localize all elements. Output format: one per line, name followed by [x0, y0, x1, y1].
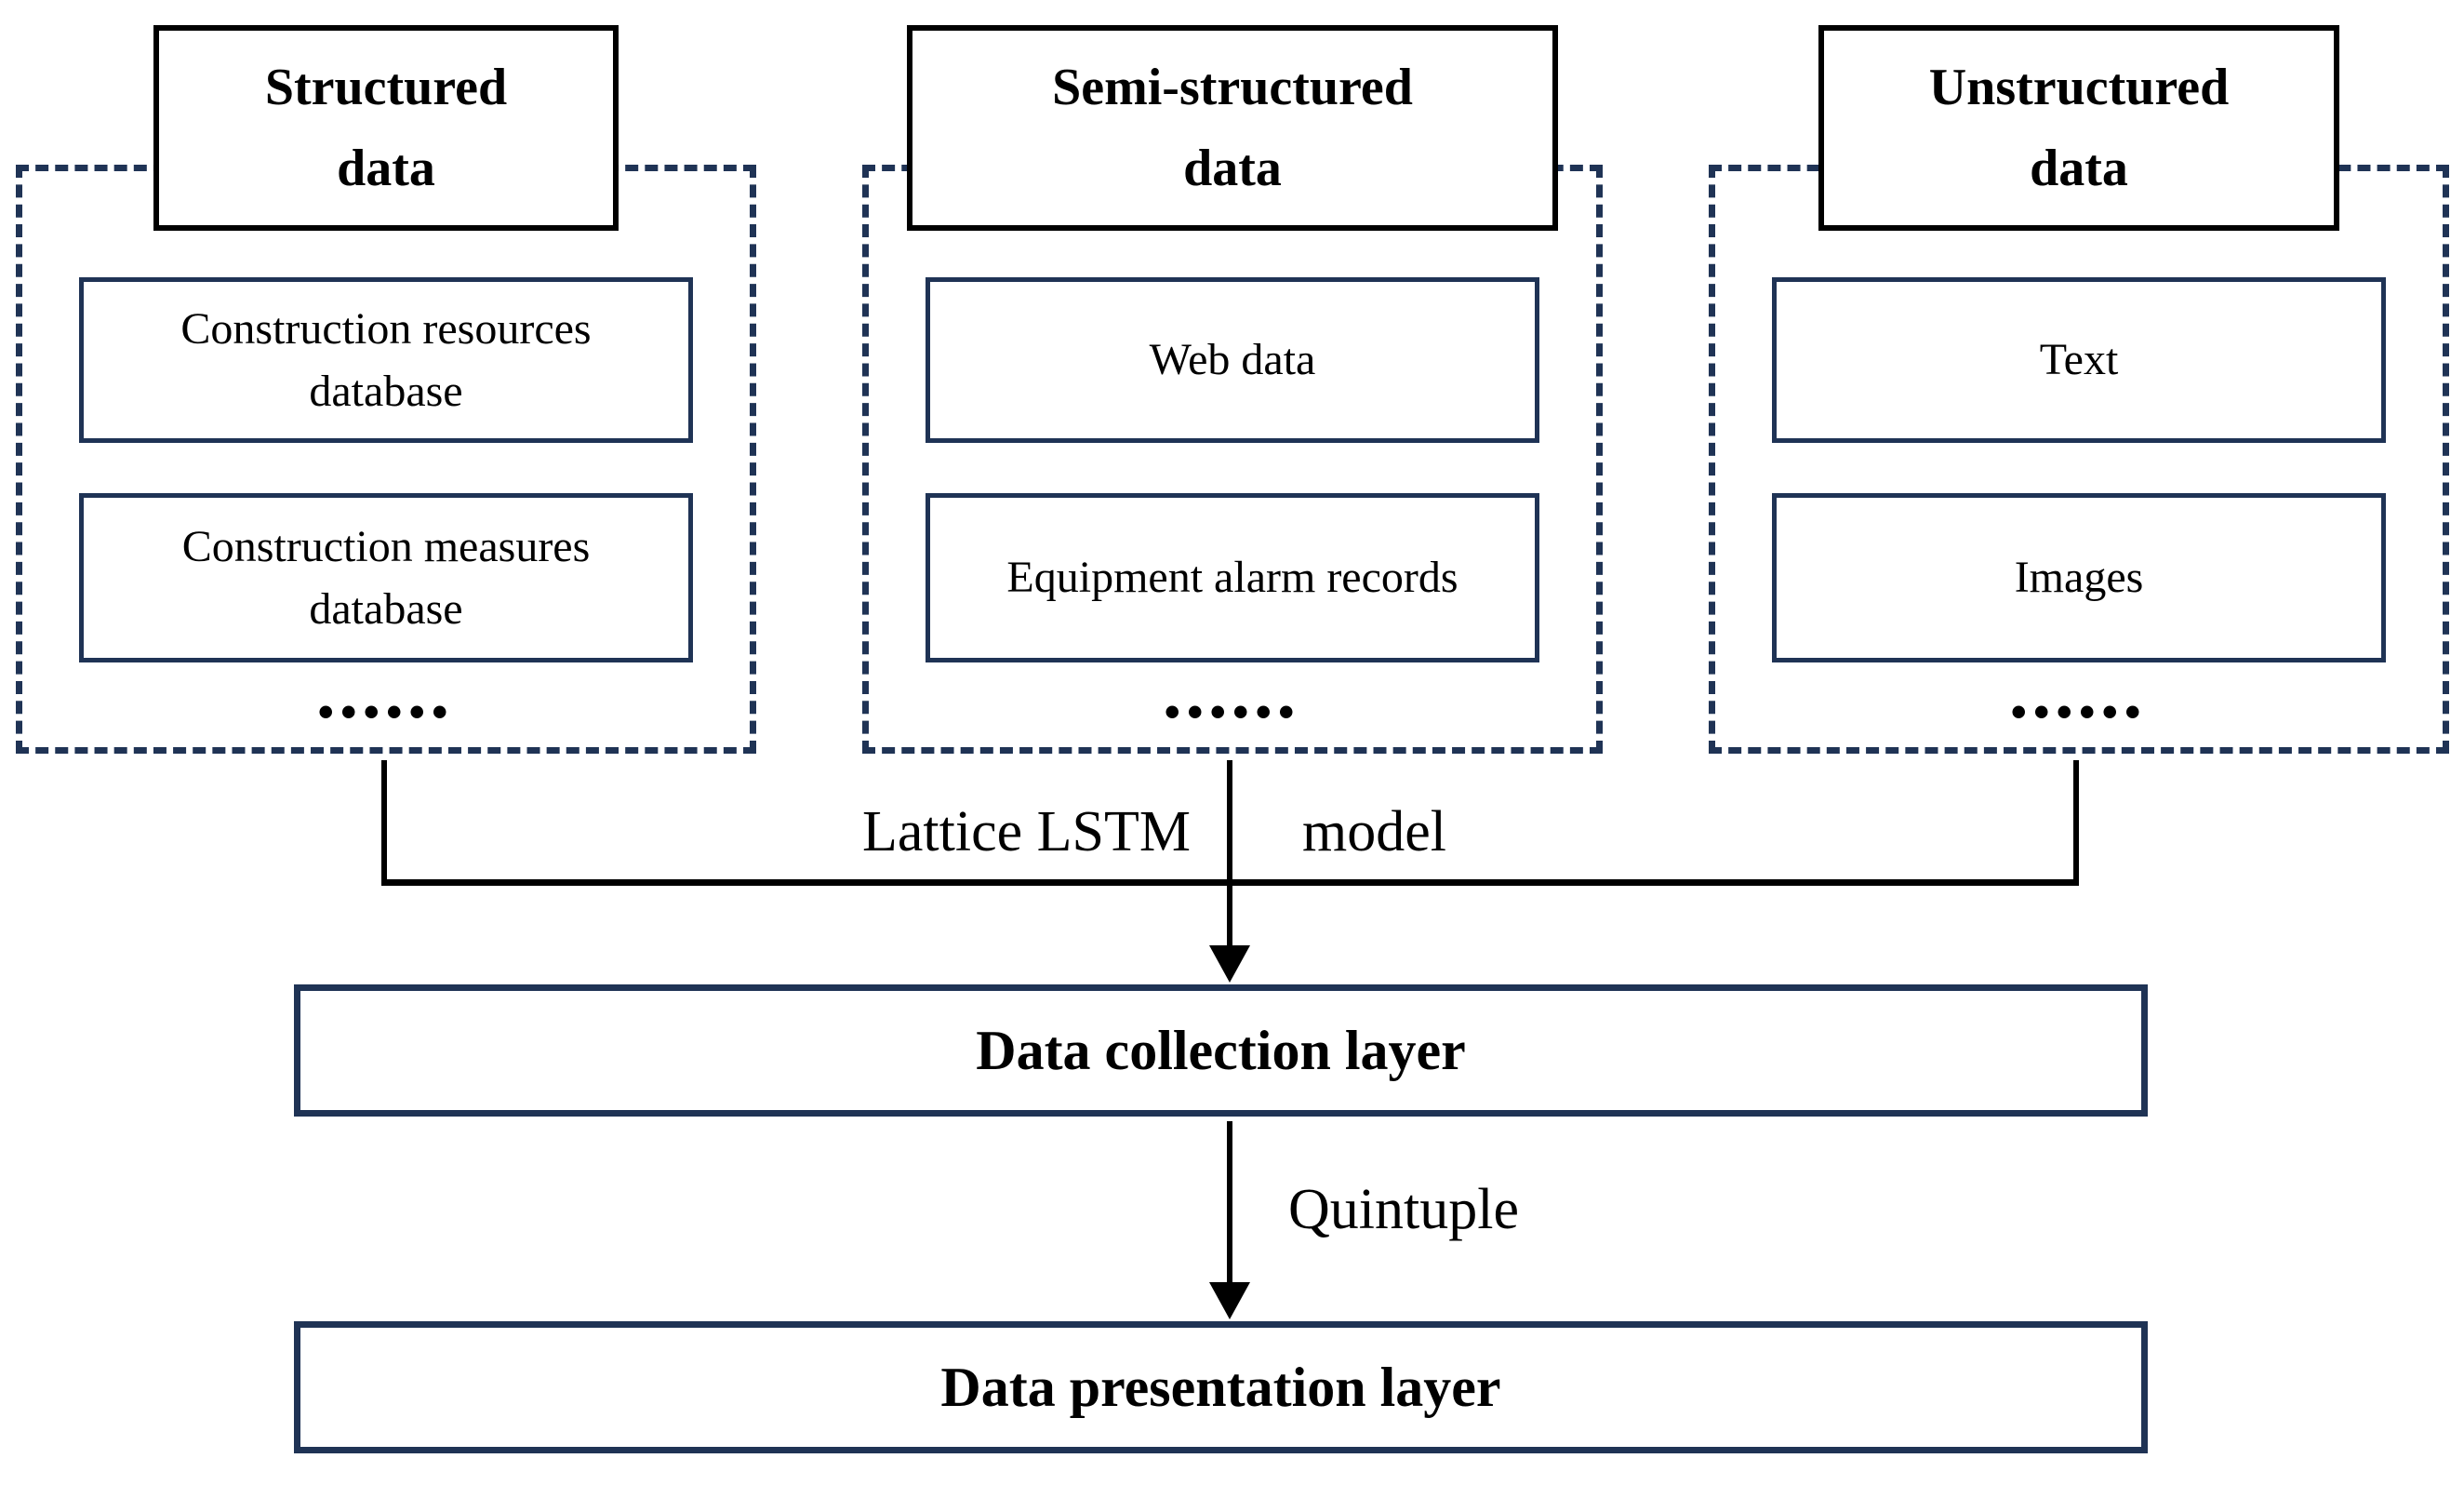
title-line: data	[2030, 139, 2128, 197]
construction-measures-database-box: Construction measures database	[79, 493, 693, 662]
quintuple-label: Quintuple	[1288, 1178, 1519, 1242]
title-line: data	[337, 139, 435, 197]
model-label: model	[1302, 800, 1446, 864]
data-collection-layer-box: Data collection layer	[294, 984, 2148, 1117]
box-label: Equipment alarm records	[1006, 553, 1458, 603]
box-label: Text	[2039, 335, 2119, 385]
title-line: Structured	[264, 58, 508, 116]
web-data-box: Web data	[926, 277, 1539, 443]
structured-branch-line	[381, 760, 387, 886]
box-label: Construction resources database	[180, 303, 592, 416]
ellipsis-semi-structured: ••••••	[1164, 686, 1301, 738]
ellipsis-structured: ••••••	[317, 686, 455, 738]
unstructured-data-container	[1709, 165, 2449, 754]
text-box: Text	[1772, 277, 2386, 443]
box-label: Images	[2014, 553, 2144, 603]
quintuple-arrow-line	[1227, 1121, 1232, 1284]
lattice-lstm-label: Lattice LSTM	[862, 800, 1191, 864]
images-box: Images	[1772, 493, 2386, 662]
unstructured-branch-line	[2073, 760, 2079, 886]
collection-arrow-line	[1227, 882, 1232, 949]
unstructured-data-title-box: Unstructured data	[1818, 25, 2339, 231]
title-line: Unstructured	[1928, 58, 2230, 116]
data-presentation-layer-box: Data presentation layer	[294, 1321, 2148, 1453]
box-label: Construction measures database	[181, 521, 591, 634]
title-line: Semi-structured	[1052, 58, 1413, 116]
structured-data-title-box: Structured data	[153, 25, 619, 231]
box-label: Web data	[1149, 335, 1316, 385]
equipment-alarm-records-box: Equipment alarm records	[926, 493, 1539, 662]
semi-structured-branch-line	[1227, 760, 1232, 886]
semi-structured-data-container	[862, 165, 1603, 754]
title-line: data	[1183, 139, 1282, 197]
down-arrowhead-icon	[1209, 945, 1250, 983]
down-arrowhead-icon	[1209, 1282, 1250, 1319]
semi-structured-data-title-box: Semi-structured data	[907, 25, 1558, 231]
structured-data-container	[16, 165, 756, 754]
construction-resources-database-box: Construction resources database	[79, 277, 693, 443]
ellipsis-unstructured: ••••••	[2010, 686, 2148, 738]
